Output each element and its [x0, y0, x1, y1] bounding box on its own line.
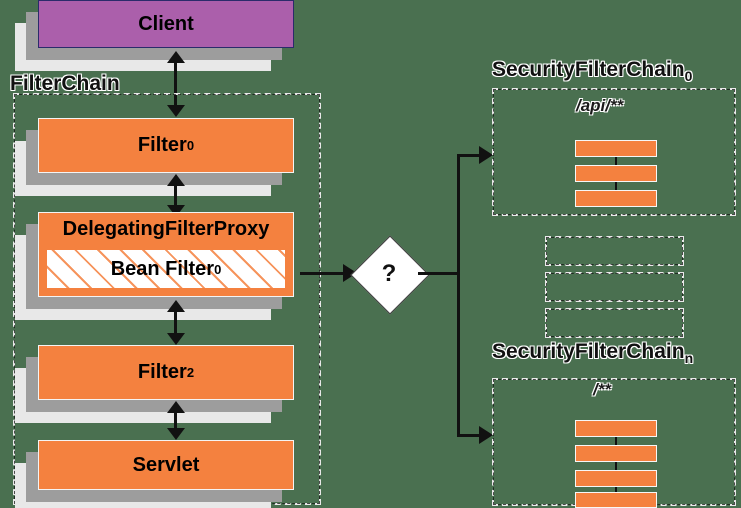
arrow-client-up: [167, 51, 185, 63]
filter-2-label: Filter: [137, 361, 187, 383]
delegating-filter-proxy-label: DelegatingFilterProxy: [62, 218, 270, 240]
security-chain-n-filter-4[interactable]: [575, 492, 657, 508]
security-chain-0-filter-2[interactable]: [575, 165, 657, 182]
security-chain-n-link-3: [615, 487, 617, 493]
security-chain-n-link-2: [615, 462, 617, 470]
arrow-to-chain-n: [479, 426, 493, 444]
arrow-proxy-down: [167, 333, 185, 345]
filterchain-container-label: FilterChain: [10, 72, 120, 95]
arrow-client-down: [167, 105, 185, 117]
security-chain-0-title-subscript: 0: [684, 68, 693, 85]
security-chain-0-title: SecurityFilterChain0: [492, 58, 692, 84]
connector-to-chain-n: [457, 434, 487, 437]
arrow-filter2-up: [167, 401, 185, 413]
connector-split-vertical: [457, 154, 460, 436]
security-chain-0-link-2: [615, 182, 617, 190]
filter-2-subscript: 2: [186, 365, 195, 380]
connector-filter2-servlet: [174, 410, 177, 431]
security-chain-n-title-text: SecurityFilterChain: [492, 340, 685, 363]
connector-to-chain-0: [457, 154, 487, 157]
servlet-label: Servlet: [132, 453, 200, 476]
omitted-chain-3: [545, 308, 684, 338]
arrow-filter0-up: [167, 174, 185, 186]
connector-proxy-filter2: [174, 309, 177, 336]
client-box-face: Client: [38, 0, 294, 48]
security-chain-n-title-subscript: n: [684, 350, 694, 367]
servlet-box[interactable]: Servlet: [15, 440, 294, 508]
security-chain-0-filter-1[interactable]: [575, 140, 657, 157]
connector-beanfilter-decision: [300, 272, 345, 275]
client-label: Client: [138, 12, 194, 35]
security-chain-n-filter-3[interactable]: [575, 470, 657, 487]
bean-filter-subscript: 0: [214, 261, 222, 277]
security-chain-n-filter-2[interactable]: [575, 445, 657, 462]
security-chain-0-title-text: SecurityFilterChain: [492, 58, 685, 81]
filter-0-label: Filter: [137, 134, 187, 156]
bean-filter-label: Bean Filter: [110, 257, 215, 280]
security-chain-n-title: SecurityFilterChainn: [492, 340, 693, 366]
security-chain-0-link-1: [615, 157, 617, 165]
security-chain-n-filter-1[interactable]: [575, 420, 657, 437]
arrow-filter2-down: [167, 428, 185, 440]
security-chain-n-link-1: [615, 437, 617, 445]
connector-filter0-proxy: [174, 183, 177, 208]
decision-label: ?: [381, 260, 397, 287]
client-box[interactable]: Client: [15, 0, 294, 71]
security-chain-n-pattern: /**: [593, 380, 611, 399]
filter-0-subscript: 0: [186, 138, 195, 153]
omitted-chain-2: [545, 272, 684, 302]
security-chain-0-pattern: /api/**: [576, 96, 624, 115]
security-chain-0-filter-3[interactable]: [575, 190, 657, 207]
servlet-face: Servlet: [38, 440, 294, 490]
arrow-to-chain-0: [479, 146, 493, 164]
omitted-chain-1: [545, 236, 684, 266]
connector-decision-split: [418, 272, 460, 275]
connector-client-filter0: [174, 60, 177, 109]
security-chain-0-container: [492, 88, 736, 216]
arrow-proxy-up: [167, 300, 185, 312]
